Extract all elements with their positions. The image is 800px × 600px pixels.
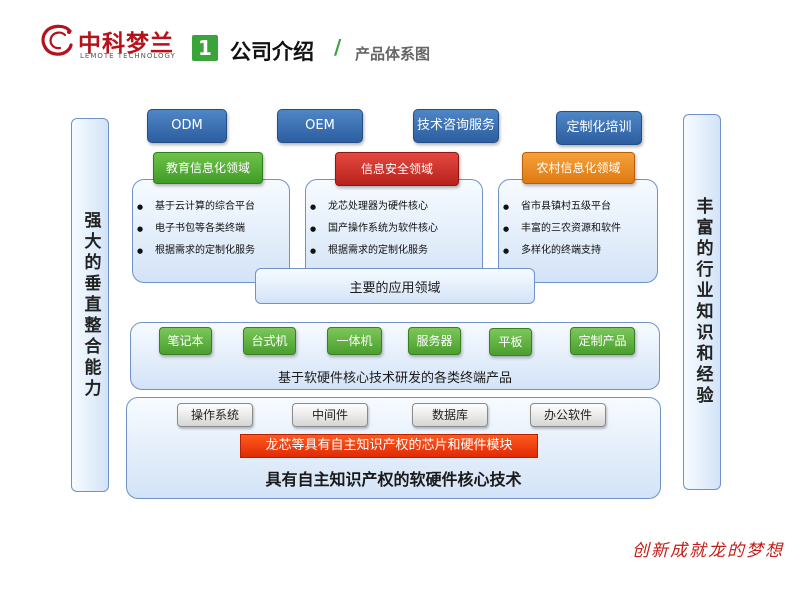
- page-title: 公司介绍: [230, 40, 314, 64]
- logo-tagline: LEMOTE TECHNOLOGY: [80, 52, 176, 60]
- logo-wordmark: 中科梦兰: [78, 31, 174, 57]
- product-button-server[interactable]: 服务器: [408, 327, 461, 355]
- domain-tag-security[interactable]: 信息安全领域: [335, 152, 459, 186]
- left-side-panel: 强大的垂直整合能力: [71, 118, 109, 492]
- product-button-all-in-one[interactable]: 一体机: [327, 327, 382, 355]
- product-button-custom[interactable]: 定制产品: [570, 327, 635, 355]
- domain-panel-education: 基于云计算的综合平台 电子书包等各类终端 根据需求的定制化服务: [132, 179, 290, 283]
- list-item: 龙芯处理器为硬件核心: [306, 196, 482, 218]
- list-item: 丰富的三农资源和软件: [499, 218, 657, 240]
- vertical-integration-label: 强大的垂直整合能力: [80, 210, 101, 400]
- right-side-panel: 丰富的行业知识和经验: [683, 114, 721, 490]
- core-technology-caption: 具有自主知识产权的软硬件核心技术: [265, 470, 522, 489]
- service-button-training[interactable]: 定制化培训: [556, 111, 642, 145]
- service-button-oem[interactable]: OEM: [277, 109, 363, 143]
- software-database-button[interactable]: 数据库: [412, 403, 488, 427]
- application-areas-label: 主要的应用领域: [255, 268, 535, 304]
- page-subtitle: 产品体系图: [355, 45, 431, 63]
- software-office-button[interactable]: 办公软件: [530, 403, 606, 427]
- product-button-tablet[interactable]: 平板: [489, 328, 532, 356]
- list-item: 电子书包等各类终端: [133, 218, 289, 240]
- domain-tag-education[interactable]: 教育信息化领域: [153, 152, 263, 184]
- title-separator: /: [334, 35, 342, 59]
- list-item: 基于云计算的综合平台: [133, 196, 289, 218]
- list-item: 省市县镇村五级平台: [499, 196, 657, 218]
- section-number-badge: 1: [192, 35, 218, 61]
- product-button-laptop[interactable]: 笔记本: [159, 327, 212, 355]
- software-os-button[interactable]: 操作系统: [177, 403, 253, 427]
- service-button-odm[interactable]: ODM: [147, 109, 227, 143]
- list-item: 根据需求的定制化服务: [306, 240, 482, 262]
- list-item: 多样化的终端支持: [499, 240, 657, 262]
- products-caption: 基于软硬件核心技术研发的各类终端产品: [277, 371, 512, 386]
- software-middleware-button[interactable]: 中间件: [292, 403, 368, 427]
- domain-tag-rural[interactable]: 农村信息化领域: [522, 152, 635, 184]
- list-item: 根据需求的定制化服务: [133, 240, 289, 262]
- product-button-desktop[interactable]: 台式机: [243, 327, 296, 355]
- service-button-consulting[interactable]: 技术咨询服务: [413, 109, 499, 143]
- application-areas-text: 主要的应用领域: [349, 280, 441, 296]
- hardware-module-bar: 龙芯等具有自主知识产权的芯片和硬件模块: [240, 434, 538, 458]
- domain-panel-rural: 省市县镇村五级平台 丰富的三农资源和软件 多样化的终端支持: [498, 179, 658, 283]
- industry-knowledge-label: 丰富的行业知识和经验: [692, 197, 713, 407]
- slogan-text: 创新成就龙的梦想: [632, 541, 784, 561]
- list-item: 国产操作系统为软件核心: [306, 218, 482, 240]
- logo-icon: [40, 23, 76, 57]
